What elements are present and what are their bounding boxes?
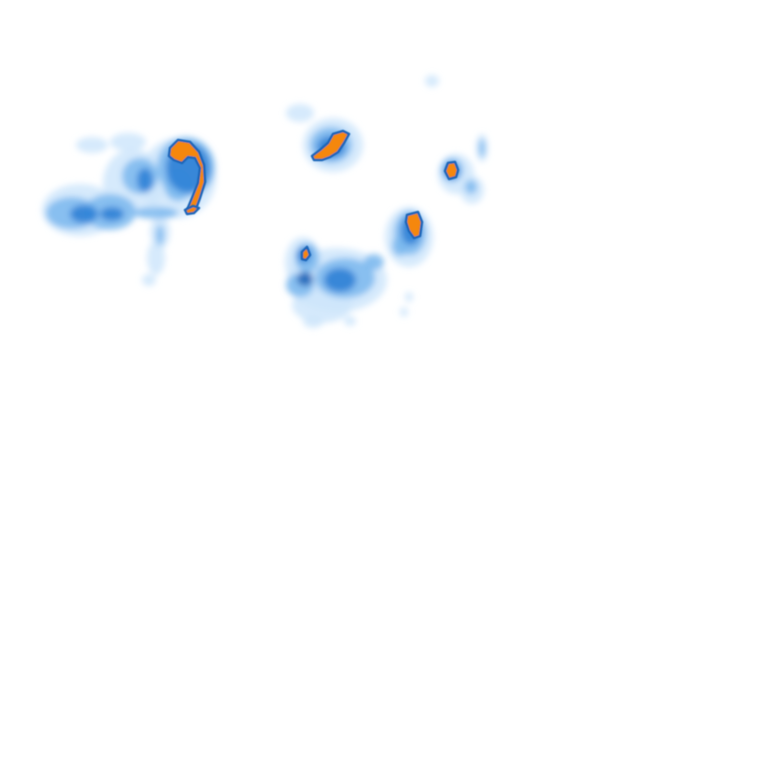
- intense-core: [310, 129, 351, 162]
- intense-core: [443, 160, 460, 181]
- rain-blob: [465, 180, 477, 194]
- rain-blob: [142, 274, 156, 286]
- rain-blob: [364, 254, 384, 270]
- center-cell: [385, 207, 433, 267]
- east-cell: [438, 134, 488, 204]
- southwest-cell: [285, 237, 413, 328]
- intense-core: [300, 245, 312, 262]
- precipitation-layer: [42, 75, 488, 328]
- rain-blob: [156, 225, 164, 245]
- rain-blob: [297, 272, 313, 286]
- rain-blob: [392, 236, 408, 256]
- rain-blob: [324, 268, 356, 292]
- rain-blob: [100, 207, 124, 221]
- rain-blob: [405, 292, 413, 302]
- rain-blob: [286, 104, 314, 122]
- rain-blob: [110, 133, 146, 151]
- rain-blob: [344, 316, 356, 326]
- rain-blob: [147, 241, 165, 275]
- southwest-cell-rain-area: [285, 237, 413, 328]
- rain-blob: [76, 137, 108, 153]
- north-cell: [286, 75, 439, 172]
- intense-core: [404, 210, 424, 240]
- rain-blob: [70, 205, 98, 223]
- hook-cell: [42, 133, 216, 286]
- rain-blob: [479, 139, 485, 157]
- intense-core: [183, 204, 201, 216]
- rain-blob: [425, 75, 439, 87]
- rain-blob: [137, 168, 153, 192]
- rain-blob: [303, 316, 323, 328]
- rain-blob: [400, 307, 408, 317]
- rain-blob: [134, 207, 178, 219]
